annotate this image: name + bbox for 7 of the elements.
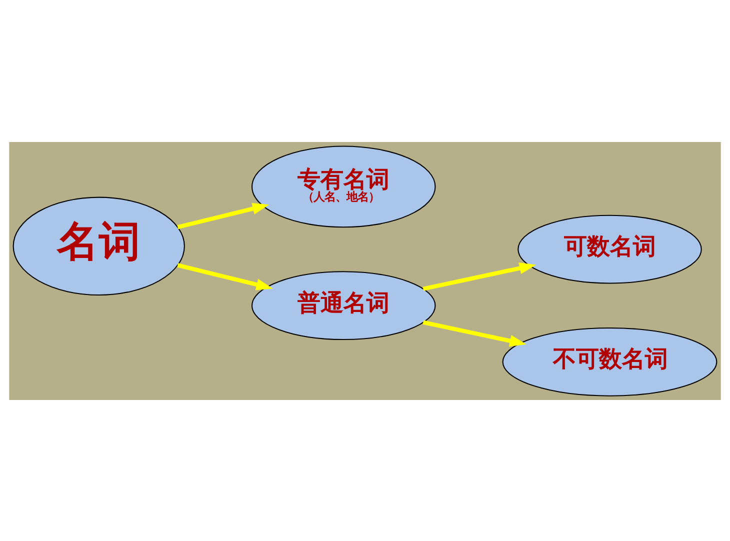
arrow (422, 320, 526, 346)
arrow (422, 262, 536, 290)
arrow (177, 262, 274, 290)
node-ellipse: 名词 (12, 196, 185, 296)
node-ellipse: 普通名词 (251, 270, 436, 340)
arrow (177, 202, 270, 229)
node-ellipse: 不可数名词 (502, 326, 718, 396)
